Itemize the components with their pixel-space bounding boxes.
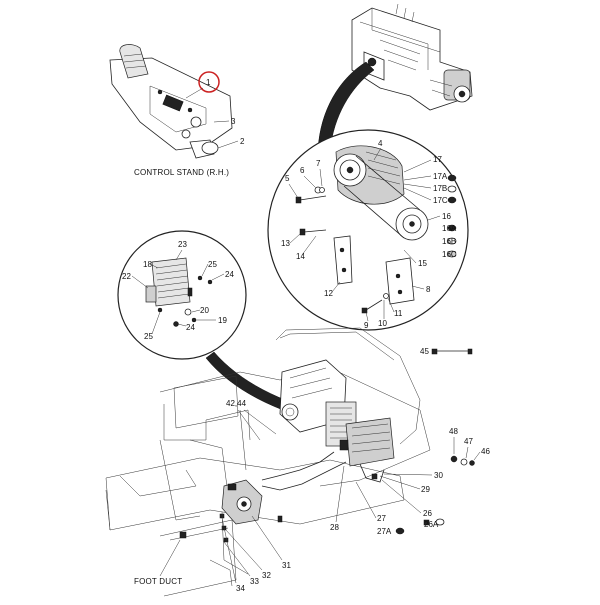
condenser-callouts: 23 18 22 25 24 20 19 24 25: [122, 240, 234, 341]
callout-33: 33: [250, 577, 259, 586]
callout-34: 34: [236, 584, 245, 593]
callout-16a: 16A: [442, 224, 457, 233]
engine-pump-illustration: [351, 3, 473, 111]
callout-47: 47: [464, 437, 473, 446]
detail-circle-callouts: 4 5 6 7 17 17A 17B 17C 16 16A 16B 16C 13…: [281, 139, 457, 330]
highlight-ring: [198, 71, 220, 93]
detail-circle-compressor: [267, 129, 469, 331]
callout-30: 30: [434, 471, 443, 480]
callout-4: 4: [378, 139, 383, 148]
callout-48: 48: [449, 427, 458, 436]
callout-14: 14: [296, 252, 305, 261]
callout-12: 12: [324, 289, 333, 298]
callout-11: 11: [394, 309, 403, 318]
callout-17: 17: [433, 155, 442, 164]
callout-27: 27: [377, 514, 386, 523]
callout-25-bottom: 25: [144, 332, 153, 341]
callout-16c: 16C: [442, 250, 457, 259]
callout-1: 1: [206, 78, 211, 87]
callout-19: 19: [218, 316, 227, 325]
control-stand-illustration: [109, 44, 233, 159]
hose-part-45: 45: [420, 347, 473, 356]
machine-chassis-illustration: [105, 327, 475, 597]
callout-16: 16: [442, 212, 451, 221]
callout-27a: 27A: [377, 527, 392, 536]
callout-26a: 26A: [424, 520, 439, 529]
callout-42-44: 42,44: [226, 399, 247, 408]
callout-2: 2: [240, 137, 245, 146]
callout-26: 26: [423, 509, 432, 518]
callout-17c: 17C: [433, 196, 448, 205]
callout-3: 3: [231, 117, 236, 126]
callout-45: 45: [420, 347, 429, 356]
callout-46: 46: [481, 447, 490, 456]
callout-25-top: 25: [208, 260, 217, 269]
callout-7: 7: [316, 159, 321, 168]
machine-callouts: 42,44 48 47 46 30 29 26 26A 27 27A 28 31…: [134, 399, 490, 593]
callout-29: 29: [421, 485, 430, 494]
callout-24-bottom: 24: [186, 323, 195, 332]
callout-32: 32: [262, 571, 271, 580]
callout-8: 8: [426, 285, 431, 294]
callout-17a: 17A: [433, 172, 448, 181]
callout-28: 28: [330, 523, 339, 532]
callout-18: 18: [143, 260, 152, 269]
condenser-assembly: [145, 257, 213, 327]
control-stand-caption: CONTROL STAND (R.H.): [134, 168, 229, 177]
callout-15: 15: [418, 259, 427, 268]
callout-9: 9: [364, 321, 369, 330]
callout-23: 23: [178, 240, 187, 249]
foot-duct-caption: FOOT DUCT: [134, 577, 182, 586]
callout-13: 13: [281, 239, 290, 248]
callout-16b: 16B: [442, 237, 456, 246]
compressor-assembly: [295, 145, 457, 314]
callout-6: 6: [300, 166, 305, 175]
callout-20: 20: [200, 306, 209, 315]
callout-22: 22: [122, 272, 131, 281]
callout-5: 5: [285, 174, 290, 183]
callout-31: 31: [282, 561, 291, 570]
callout-10: 10: [378, 319, 387, 328]
callout-24-top: 24: [225, 270, 234, 279]
callout-17b: 17B: [433, 184, 447, 193]
